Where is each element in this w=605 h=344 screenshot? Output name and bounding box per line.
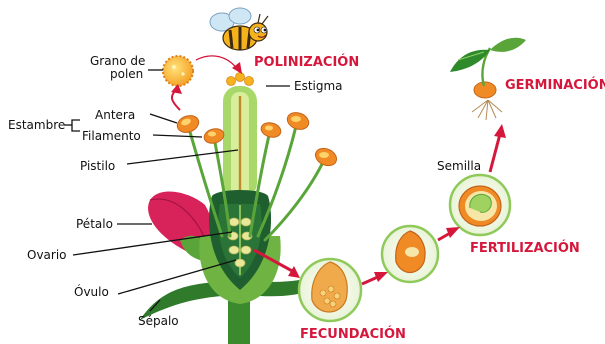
label-filament: Filamento xyxy=(82,129,141,143)
label-sepal: Sépalo xyxy=(138,314,179,328)
ovule xyxy=(241,246,251,254)
label-seed: Semilla xyxy=(437,159,481,173)
flower-stem xyxy=(228,300,250,344)
label-pistil: Pistilo xyxy=(80,159,115,173)
ovule xyxy=(229,246,239,254)
ovule xyxy=(235,259,245,267)
stage-fertilization: FERTILIZACIÓN xyxy=(470,240,580,256)
pollen-grain-icon xyxy=(163,56,193,86)
seed-circle xyxy=(450,175,510,235)
ovule xyxy=(241,218,251,226)
bee-icon xyxy=(210,8,268,50)
arrow-pollen-to-stigma xyxy=(196,56,238,70)
label-ovary: Ovario xyxy=(27,248,67,262)
label-stamen: Estambre xyxy=(8,118,65,132)
arrowhead xyxy=(232,62,242,74)
fertilization-circle-early xyxy=(382,226,438,282)
label-pollen-grain-line2: polen xyxy=(110,67,143,81)
fecundation-circle xyxy=(299,259,361,321)
stage-pollination: POLINIZACIÓN xyxy=(254,54,359,70)
label-anther: Antera xyxy=(95,108,135,122)
label-ovule: Óvulo xyxy=(74,284,109,299)
label-pollen-grain-line1: Grano de xyxy=(90,54,145,68)
label-stigma: Estigma xyxy=(294,79,343,93)
stigma xyxy=(227,73,254,86)
stage-fecundation: FECUNDACIÓN xyxy=(300,326,406,342)
ovule xyxy=(229,218,239,226)
stage-germination: GERMINACIÓN xyxy=(505,77,605,93)
label-petal: Pétalo xyxy=(76,217,113,231)
